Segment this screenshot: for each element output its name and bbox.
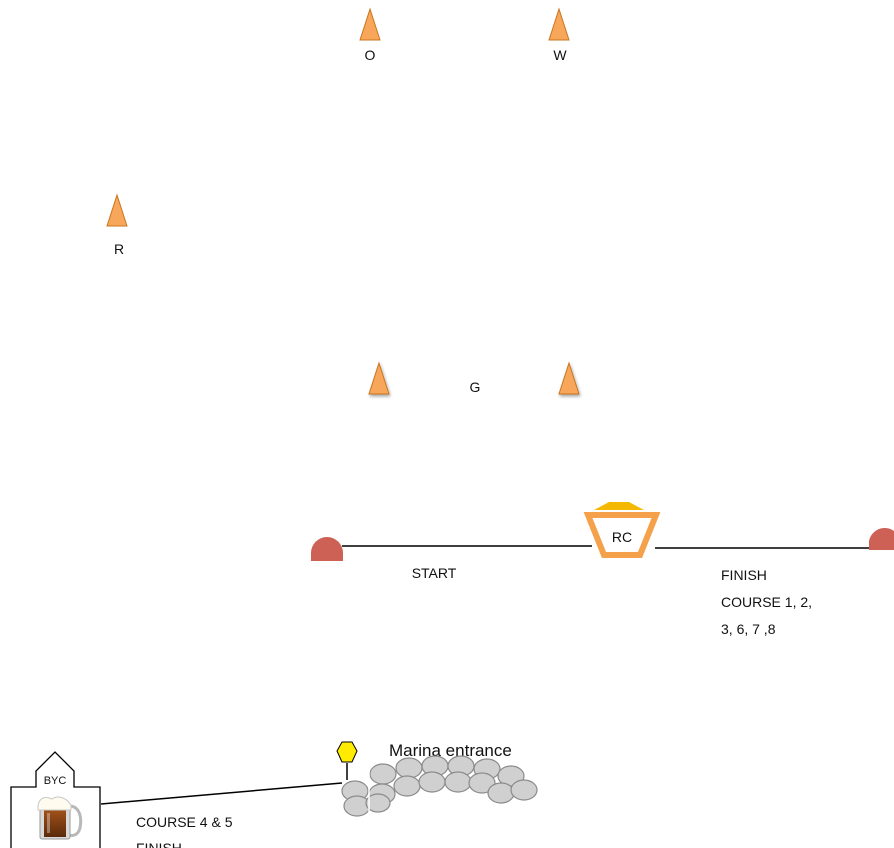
gate-g: G bbox=[368, 361, 580, 395]
buoy-w-icon bbox=[548, 7, 570, 41]
finish-pin-icon bbox=[869, 528, 894, 550]
committee-arrow-icon bbox=[594, 502, 644, 510]
alt-finish-label-line-1: COURSE 4 & 5 bbox=[136, 814, 233, 830]
club-house-outline bbox=[10, 751, 101, 848]
buoy-g-right-icon bbox=[558, 361, 580, 395]
beer-mug-icon bbox=[37, 796, 83, 840]
start-label: START bbox=[412, 565, 457, 581]
finish-line: FINISH COURSE 1, 2, 3, 6, 7 ,8 bbox=[655, 528, 894, 637]
buoy-r-icon bbox=[106, 193, 128, 227]
committee-boat-icon bbox=[583, 512, 661, 558]
committee-boat-label: RC bbox=[612, 529, 632, 545]
gate-g-label: G bbox=[470, 379, 481, 395]
club-house: BYC bbox=[10, 751, 101, 848]
alt-finish-line-stroke bbox=[100, 782, 343, 805]
mark-r-label: R bbox=[114, 241, 124, 257]
alt-finish-label-line-2: FINISH bbox=[136, 840, 182, 848]
club-label: BYC bbox=[44, 775, 67, 787]
buoy-o-icon bbox=[359, 7, 381, 41]
buoy-g-left-icon bbox=[368, 361, 390, 395]
marina-label: Marina entrance bbox=[389, 741, 512, 760]
finish-label-line-1: FINISH bbox=[721, 567, 767, 583]
mark-o: O bbox=[359, 7, 381, 63]
finish-label-line-2: COURSE 1, 2, bbox=[721, 594, 812, 610]
marina-entrance: Marina entrance bbox=[336, 741, 538, 832]
mark-w-label: W bbox=[553, 47, 567, 63]
alt-finish-line: COURSE 4 & 5 FINISH bbox=[100, 782, 343, 848]
marker-hexagon-icon bbox=[336, 741, 358, 763]
breakwater-rocks-icon bbox=[341, 755, 538, 817]
mark-w: W bbox=[548, 7, 570, 63]
start-pin-icon bbox=[311, 537, 343, 561]
start-line: START bbox=[311, 537, 592, 581]
mark-r: R bbox=[106, 193, 128, 257]
mark-o-label: O bbox=[365, 47, 376, 63]
committee-boat: RC bbox=[583, 502, 661, 558]
finish-label-line-3: 3, 6, 7 ,8 bbox=[721, 621, 776, 637]
